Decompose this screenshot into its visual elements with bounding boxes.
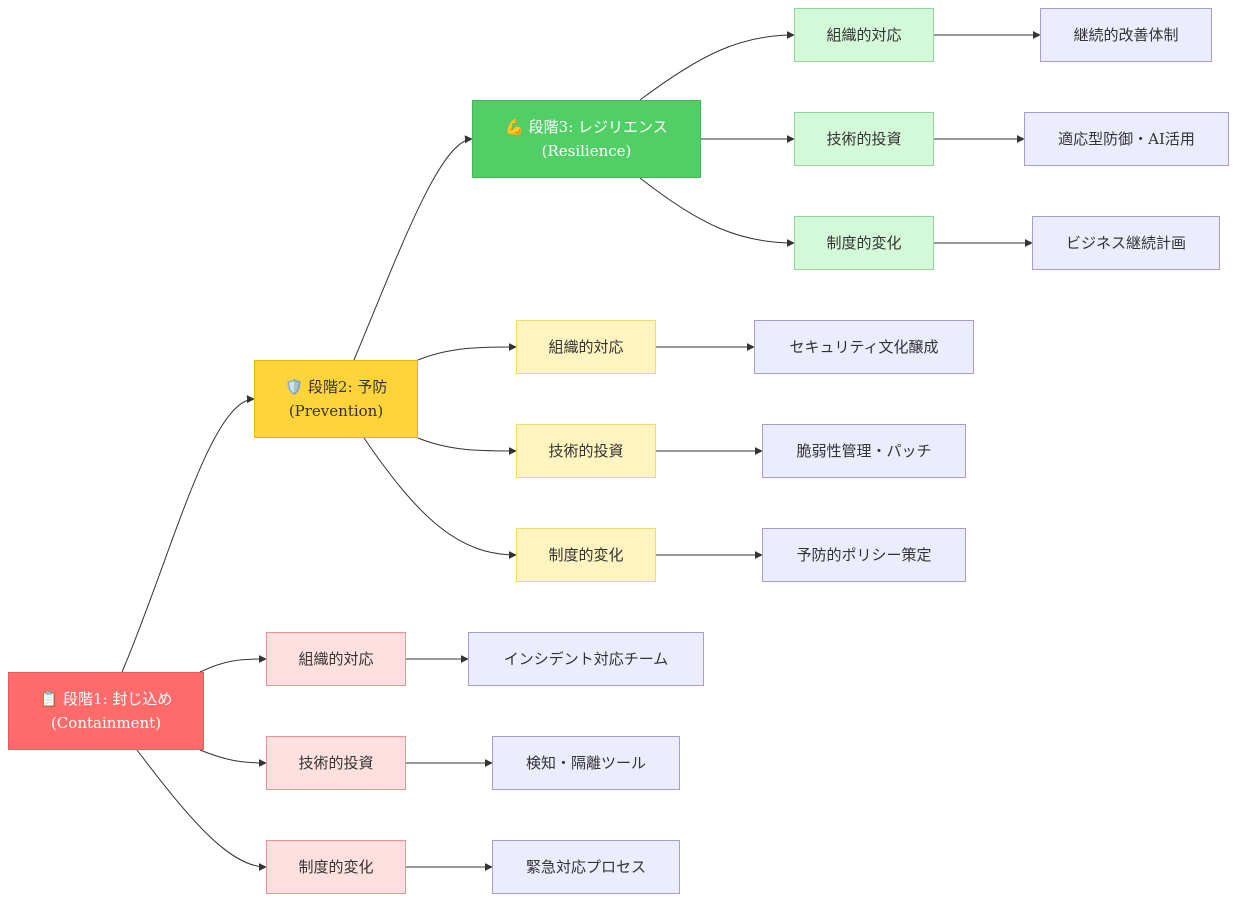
s3-org-result-label: 継続的改善体制 <box>1073 26 1179 44</box>
s1-tech-node: 技術的投資 <box>266 736 406 790</box>
s1-inst-label: 制度的変化 <box>298 858 374 876</box>
edge-stage1-to-tech <box>199 749 267 767</box>
edge-stage2-to-tech <box>417 437 517 455</box>
stage2-title: 🛡️ 段階2: 予防 <box>284 378 388 396</box>
s1-tech-label: 技術的投資 <box>298 754 374 772</box>
s2-inst-result-node: 予防的ポリシー策定 <box>762 528 966 582</box>
stage3-node: 💪 段階3: レジリエンス (Resilience) <box>472 100 701 178</box>
s1-tech-result-label: 検知・隔離ツール <box>525 754 646 772</box>
edge-stage3-to-org <box>639 31 795 101</box>
s3-org-label: 組織的対応 <box>826 26 902 44</box>
s2-org-node: 組織的対応 <box>516 320 656 374</box>
s1-org-node: 組織的対応 <box>266 632 406 686</box>
stage2-subtitle: (Prevention) <box>288 402 384 420</box>
stage2-node: 🛡️ 段階2: 予防 (Prevention) <box>254 360 418 438</box>
stage1-subtitle: (Containment) <box>50 714 162 732</box>
s2-inst-result-label: 予防的ポリシー策定 <box>796 546 932 564</box>
edge-stage2-to-inst <box>363 437 517 559</box>
s2-inst-label: 制度的変化 <box>548 546 624 564</box>
s1-org-label: 組織的対応 <box>298 650 374 668</box>
s3-tech-result-label: 適応型防御・AI活用 <box>1058 130 1195 148</box>
s1-inst-node: 制度的変化 <box>266 840 406 894</box>
s2-tech-result-node: 脆弱性管理・パッチ <box>762 424 966 478</box>
s3-inst-label: 制度的変化 <box>826 234 902 252</box>
s2-inst-node: 制度的変化 <box>516 528 656 582</box>
s3-inst-node: 制度的変化 <box>794 216 934 270</box>
edge-stage2-to-org <box>417 343 517 361</box>
s1-org-result-node: インシデント対応チーム <box>468 632 704 686</box>
s1-inst-result-label: 緊急対応プロセス <box>525 858 646 876</box>
edge-stage2-to-stage3 <box>353 135 473 361</box>
s2-tech-label: 技術的投資 <box>548 442 624 460</box>
edge-stage3-to-inst <box>639 177 795 247</box>
s2-org-result-node: セキュリティ文化醸成 <box>754 320 974 374</box>
edge-stage1-to-org <box>199 655 267 673</box>
s3-tech-label: 技術的投資 <box>826 130 902 148</box>
s2-org-label: 組織的対応 <box>548 338 624 356</box>
stage1-title: 📋 段階1: 封じ込め <box>39 690 173 708</box>
s3-org-result-node: 継続的改善体制 <box>1040 8 1212 62</box>
s2-tech-node: 技術的投資 <box>516 424 656 478</box>
stage3-subtitle: (Resilience) <box>541 142 632 160</box>
s1-tech-result-node: 検知・隔離ツール <box>492 736 680 790</box>
s1-org-result-label: インシデント対応チーム <box>503 650 669 668</box>
s1-inst-result-node: 緊急対応プロセス <box>492 840 680 894</box>
s3-tech-node: 技術的投資 <box>794 112 934 166</box>
s3-inst-result-label: ビジネス継続計画 <box>1065 234 1186 252</box>
s2-tech-result-label: 脆弱性管理・パッチ <box>796 442 932 460</box>
s3-org-node: 組織的対応 <box>794 8 934 62</box>
s3-inst-result-node: ビジネス継続計画 <box>1032 216 1220 270</box>
edge-stage1-to-stage2 <box>121 395 255 673</box>
stage1-node: 📋 段階1: 封じ込め (Containment) <box>8 672 204 750</box>
edge-stage1-to-inst <box>136 749 267 871</box>
s2-org-result-label: セキュリティ文化醸成 <box>789 338 939 356</box>
stage3-title: 💪 段階3: レジリエンス <box>505 118 668 136</box>
s3-tech-result-node: 適応型防御・AI活用 <box>1024 112 1229 166</box>
